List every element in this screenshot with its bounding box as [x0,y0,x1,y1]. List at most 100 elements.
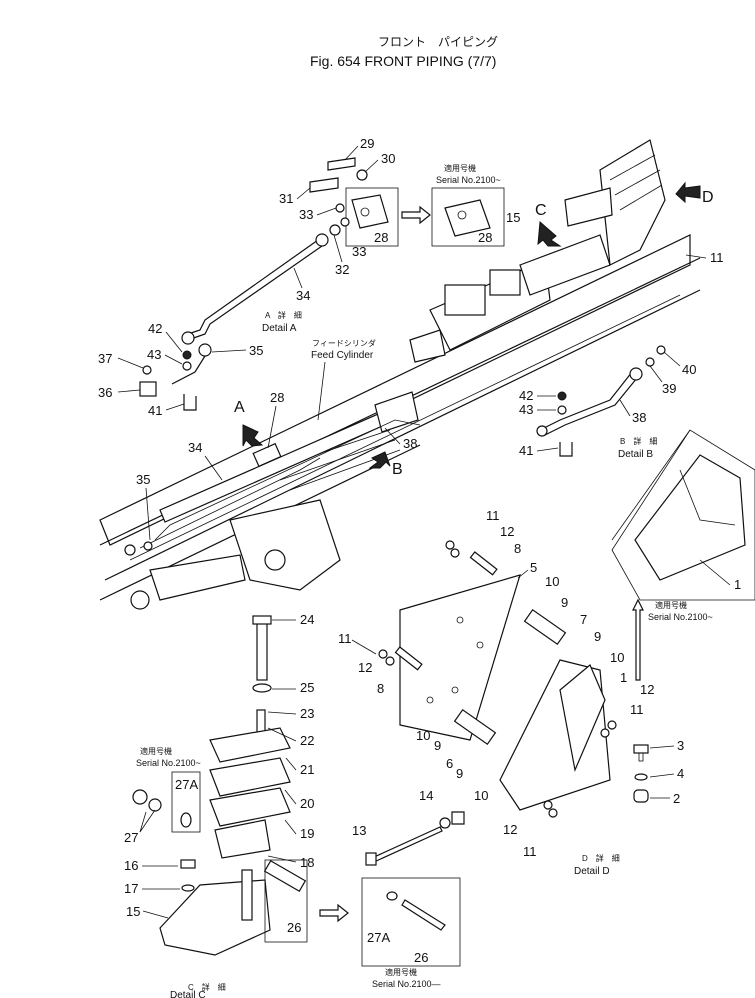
callout-28c: 28 [270,390,284,405]
callout-35a: 35 [249,343,263,358]
title-japanese: フロント パイピング [378,35,498,49]
callout-27a-2: 27A [367,930,390,945]
callout-11a: 11 [710,250,724,265]
callout-36: 36 [98,385,112,400]
callout-26a: 26 [287,920,301,935]
callout-19: 19 [300,826,314,841]
callout-12d: 12 [503,822,517,837]
callout-42a: 42 [148,321,162,336]
callout-31: 31 [279,191,293,206]
detail-d-assembly [365,429,755,866]
callout-43b: 43 [519,402,533,417]
callout-41b: 41 [519,443,533,458]
detail-c-jp: C 詳 細 [188,982,226,992]
callout-26b: 26 [414,950,428,965]
serial-jp-1: 適用号機 [444,163,476,173]
callout-42b: 42 [519,388,533,403]
callout-11e: 11 [523,844,537,859]
callout-24b: 25 [300,680,314,695]
callout-1: 1 [734,577,741,592]
callout-3: 3 [677,738,684,753]
serial-block-box [431,187,505,247]
detail-a-piping [139,157,505,411]
detail-b-caption: Detail B [618,449,653,460]
callout-12b: 12 [358,660,372,675]
callout-29: 29 [360,136,374,151]
feed-cylinder-label: Feed Cylinder [311,350,374,361]
serial-jp-2: 適用号機 [655,600,687,610]
feed-cylinder-jp: フィードシリンダ [312,338,376,348]
callout-21: 21 [300,762,314,777]
callout-40: 40 [682,362,696,377]
detail-d-jp: D 詳 細 [582,853,620,863]
callout-12a: 12 [500,524,514,539]
callout-12c: 12 [640,682,654,697]
detail-a-box [345,187,399,247]
callout-7: 7 [580,612,587,627]
callout-9d: 9 [456,766,463,781]
serial-jp-3: 適用号機 [140,746,172,756]
callout-43a: 43 [147,347,161,362]
callout-11d: 11 [630,702,644,717]
callout-28a: 28 [374,230,388,245]
serial-note-4: Serial No.2100— [372,979,441,989]
view-label-a: A [234,399,245,416]
serial-jp-4: 適用号機 [385,967,417,977]
callout-27: 27 [124,830,138,845]
serial-note-3: Serial No.2100~ [136,758,201,768]
callout-9: 9 [561,595,568,610]
callout-38a: 38 [403,436,417,451]
callout-10b: 10 [610,650,624,665]
callout-9c: 9 [434,738,441,753]
callout-23: 23 [300,706,314,721]
callout-15b: 15 [126,904,140,919]
callout-37: 37 [98,351,112,366]
callout-1b: 1 [620,670,627,685]
callout-41a: 41 [148,403,162,418]
view-label-d: D [702,189,714,206]
detail-b-jp: B 詳 細 [620,436,657,446]
callout-32: 32 [335,262,349,277]
view-arrows [242,181,701,469]
callouts: 1 1 2 3 4 5 6 7 8 8 9 9 9 9 10 10 10 10 … [98,136,741,965]
callout-6: 6 [446,756,453,771]
callout-24: 24 [300,612,314,627]
callout-33b: 33 [352,244,366,259]
callout-14: 14 [419,788,433,803]
callout-34a: 34 [296,288,310,303]
callout-8b: 8 [377,681,384,696]
callout-38b: 38 [632,410,646,425]
detail-b-piping [536,345,666,457]
callout-10d: 10 [474,788,488,803]
detail-a-jp: A 詳 細 [265,310,302,320]
arrow-b-icon [368,451,391,469]
callout-27a-1: 27A [175,777,198,792]
callout-34b: 34 [188,440,202,455]
callout-13: 13 [352,823,366,838]
detail-d-caption: Detail D [574,866,610,877]
callout-4: 4 [677,766,684,781]
view-label-b: B [392,461,403,478]
detail-c-caption: Detail C [170,990,206,998]
serial-note-2: Serial No.2100~ [648,612,713,622]
arrow-c-icon [537,220,562,247]
detail-a-caption: Detail A [262,323,297,334]
callout-16: 16 [124,858,138,873]
callout-11b: 11 [486,508,500,523]
callout-22: 22 [300,733,314,748]
callout-15a: 15 [506,210,520,225]
callout-2: 2 [673,791,680,806]
boom-assembly [99,139,701,610]
callout-10: 10 [545,574,559,589]
callout-8: 8 [514,541,521,556]
callout-11c: 11 [338,631,352,646]
callout-5: 5 [530,560,537,575]
callout-39: 39 [662,381,676,396]
callout-20: 20 [300,796,314,811]
callout-9b: 9 [594,629,601,644]
callout-33a: 33 [299,207,313,222]
callout-18: 18 [300,855,314,870]
detail-c-assembly [132,615,461,967]
figure-title: Fig. 654 FRONT PIPING (7/7) [310,53,496,69]
